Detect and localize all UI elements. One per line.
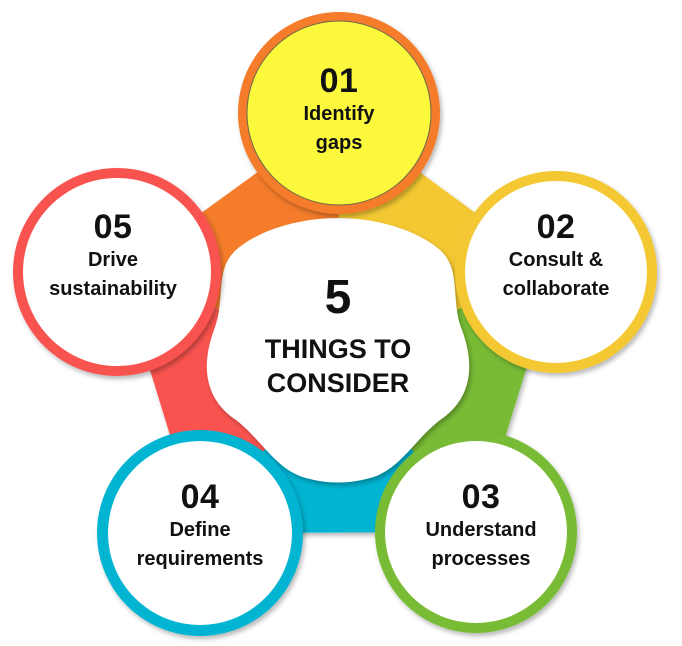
node-05-label-line1: Drive [87, 249, 139, 271]
node-01[interactable]: 01 Identify gaps [244, 62, 434, 158]
node-02[interactable]: 02 Consult & collaborate [461, 208, 651, 304]
center-title-line2: CONSIDER [266, 368, 410, 398]
node-03-number: 03 [461, 478, 501, 516]
node-01-number: 01 [319, 62, 359, 100]
node-02-number: 02 [536, 208, 576, 246]
node-04-label-line2: requirements [136, 548, 264, 570]
center-title: 5 THINGS TO CONSIDER [228, 272, 448, 400]
node-02-label-line1: Consult & [508, 249, 604, 271]
node-circle-03[interactable] [375, 431, 577, 633]
node-04-label-line1: Define [169, 519, 231, 541]
node-circle-02[interactable] [455, 171, 657, 373]
node-04[interactable]: 04 Define requirements [105, 478, 295, 574]
node-03-label-line2: processes [431, 548, 531, 570]
node-02-label-line2: collaborate [502, 278, 610, 300]
outer-gap-cutouts [0, 16, 682, 646]
node-circle-04[interactable] [97, 430, 303, 636]
node-circle-01[interactable] [238, 12, 440, 214]
node-05-number: 05 [93, 208, 133, 246]
node-circle-05[interactable] [13, 168, 221, 376]
node-03[interactable]: 03 Understand processes [386, 478, 576, 574]
center-number: 5 [324, 271, 352, 324]
node-circles [13, 12, 657, 636]
center-hub [206, 218, 470, 483]
node-01-label-line2: gaps [315, 132, 363, 154]
node-05[interactable]: 05 Drive sustainability [18, 208, 208, 304]
center-title-line1: THINGS TO [264, 334, 412, 364]
node-01-label-line1: Identify [303, 103, 375, 125]
node-04-number: 04 [180, 478, 220, 516]
node-03-label-line1: Understand [425, 519, 537, 541]
node-05-label-line2: sustainability [49, 278, 177, 300]
